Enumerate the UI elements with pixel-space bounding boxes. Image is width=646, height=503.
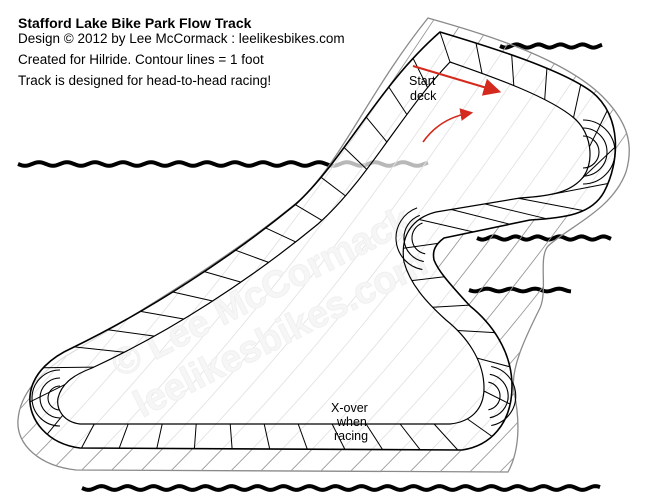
roller-line — [331, 423, 346, 450]
berm-arc — [411, 222, 426, 255]
hill-outline — [17, 17, 630, 473]
contour-line — [299, 18, 630, 472]
berm-arc — [582, 127, 608, 177]
berm-arc — [582, 119, 616, 185]
roller-line — [365, 423, 384, 450]
roller-line — [320, 176, 346, 197]
roller-line — [451, 209, 510, 225]
roller-line — [475, 42, 483, 74]
berm-arc — [582, 135, 600, 169]
berm-arc — [491, 365, 517, 427]
roller-line — [411, 276, 445, 282]
berm-arc — [395, 207, 423, 271]
xover-label-line2: when — [336, 415, 367, 429]
berm-arc — [403, 214, 424, 263]
roller-line — [46, 414, 64, 435]
roller-line — [118, 423, 129, 449]
track-inner-edge — [57, 61, 591, 425]
track-outer-edge — [29, 31, 617, 451]
berm-arc — [39, 377, 61, 419]
roller-line — [263, 423, 271, 450]
roller-line — [483, 390, 511, 405]
track-rollers — [29, 31, 616, 451]
ground-line-mid-right — [476, 234, 612, 242]
berm-arc — [489, 373, 509, 419]
roller-line — [412, 58, 429, 88]
berm-arc — [47, 385, 61, 411]
roller-line — [581, 146, 616, 180]
roller-line — [457, 330, 495, 334]
roller-line — [74, 346, 125, 353]
roller-line — [544, 68, 548, 100]
ground-line-top-right — [499, 42, 603, 50]
contour-line — [329, 18, 630, 472]
roller-line — [403, 242, 439, 249]
contour-line — [17, 18, 41, 472]
roller-line — [235, 249, 269, 263]
contour-line — [269, 18, 630, 472]
roller-line — [294, 204, 323, 221]
contour-line — [630, 0, 646, 503]
roller-line — [365, 116, 388, 143]
roller-line — [156, 423, 163, 449]
roller-line — [552, 183, 609, 195]
roller-line — [419, 219, 474, 233]
xover-label-line3: racing — [334, 429, 368, 443]
contour-line — [599, 18, 630, 472]
berm-arcs — [31, 119, 616, 427]
roller-line — [229, 423, 233, 449]
roller-line — [518, 197, 584, 212]
roller-line — [140, 310, 184, 320]
start-deck-label-line2: deck — [410, 89, 437, 103]
ground-line-lower-right — [468, 286, 572, 294]
contour-line — [569, 18, 630, 472]
flow-track — [29, 31, 617, 451]
roller-line — [467, 418, 493, 437]
roller-line — [439, 31, 451, 63]
roller-line — [432, 304, 470, 308]
roller-line — [433, 423, 459, 451]
contour-line — [0, 0, 10, 503]
roller-line — [388, 86, 408, 115]
roller-line — [204, 271, 242, 283]
start-arrow-lower — [422, 108, 474, 143]
design-credit: Design © 2012 by Lee McCormack : leelike… — [18, 31, 345, 46]
start-deck-label-line1: Start — [409, 74, 436, 88]
roller-line — [297, 423, 308, 450]
roller-line — [573, 84, 582, 118]
roller-line — [476, 357, 511, 368]
roller-line — [107, 329, 155, 337]
racing-note: Track is designed for head-to-head racin… — [18, 73, 272, 88]
ground-line-bottom — [81, 484, 601, 492]
roller-line — [511, 54, 515, 86]
roller-line — [265, 227, 296, 243]
diagram-title: Stafford Lake Bike Park Flow Track — [18, 15, 252, 31]
start-arrows — [412, 64, 502, 143]
xover-label-line1: X-over — [331, 401, 368, 415]
roller-line — [193, 423, 197, 449]
start-arrow-upper — [412, 64, 502, 96]
contour-note: Created for Hilride. Contour lines = 1 f… — [18, 52, 264, 67]
berm-arc — [31, 369, 61, 427]
roller-line — [589, 110, 608, 147]
berm-arc — [488, 381, 501, 411]
roller-line — [29, 383, 66, 403]
roller-line — [399, 423, 421, 451]
roller-line — [484, 203, 548, 220]
roller-line — [43, 366, 94, 369]
roller-line — [172, 291, 213, 302]
roller-line — [343, 147, 368, 170]
contour-line — [449, 18, 630, 472]
roller-line — [81, 423, 95, 449]
